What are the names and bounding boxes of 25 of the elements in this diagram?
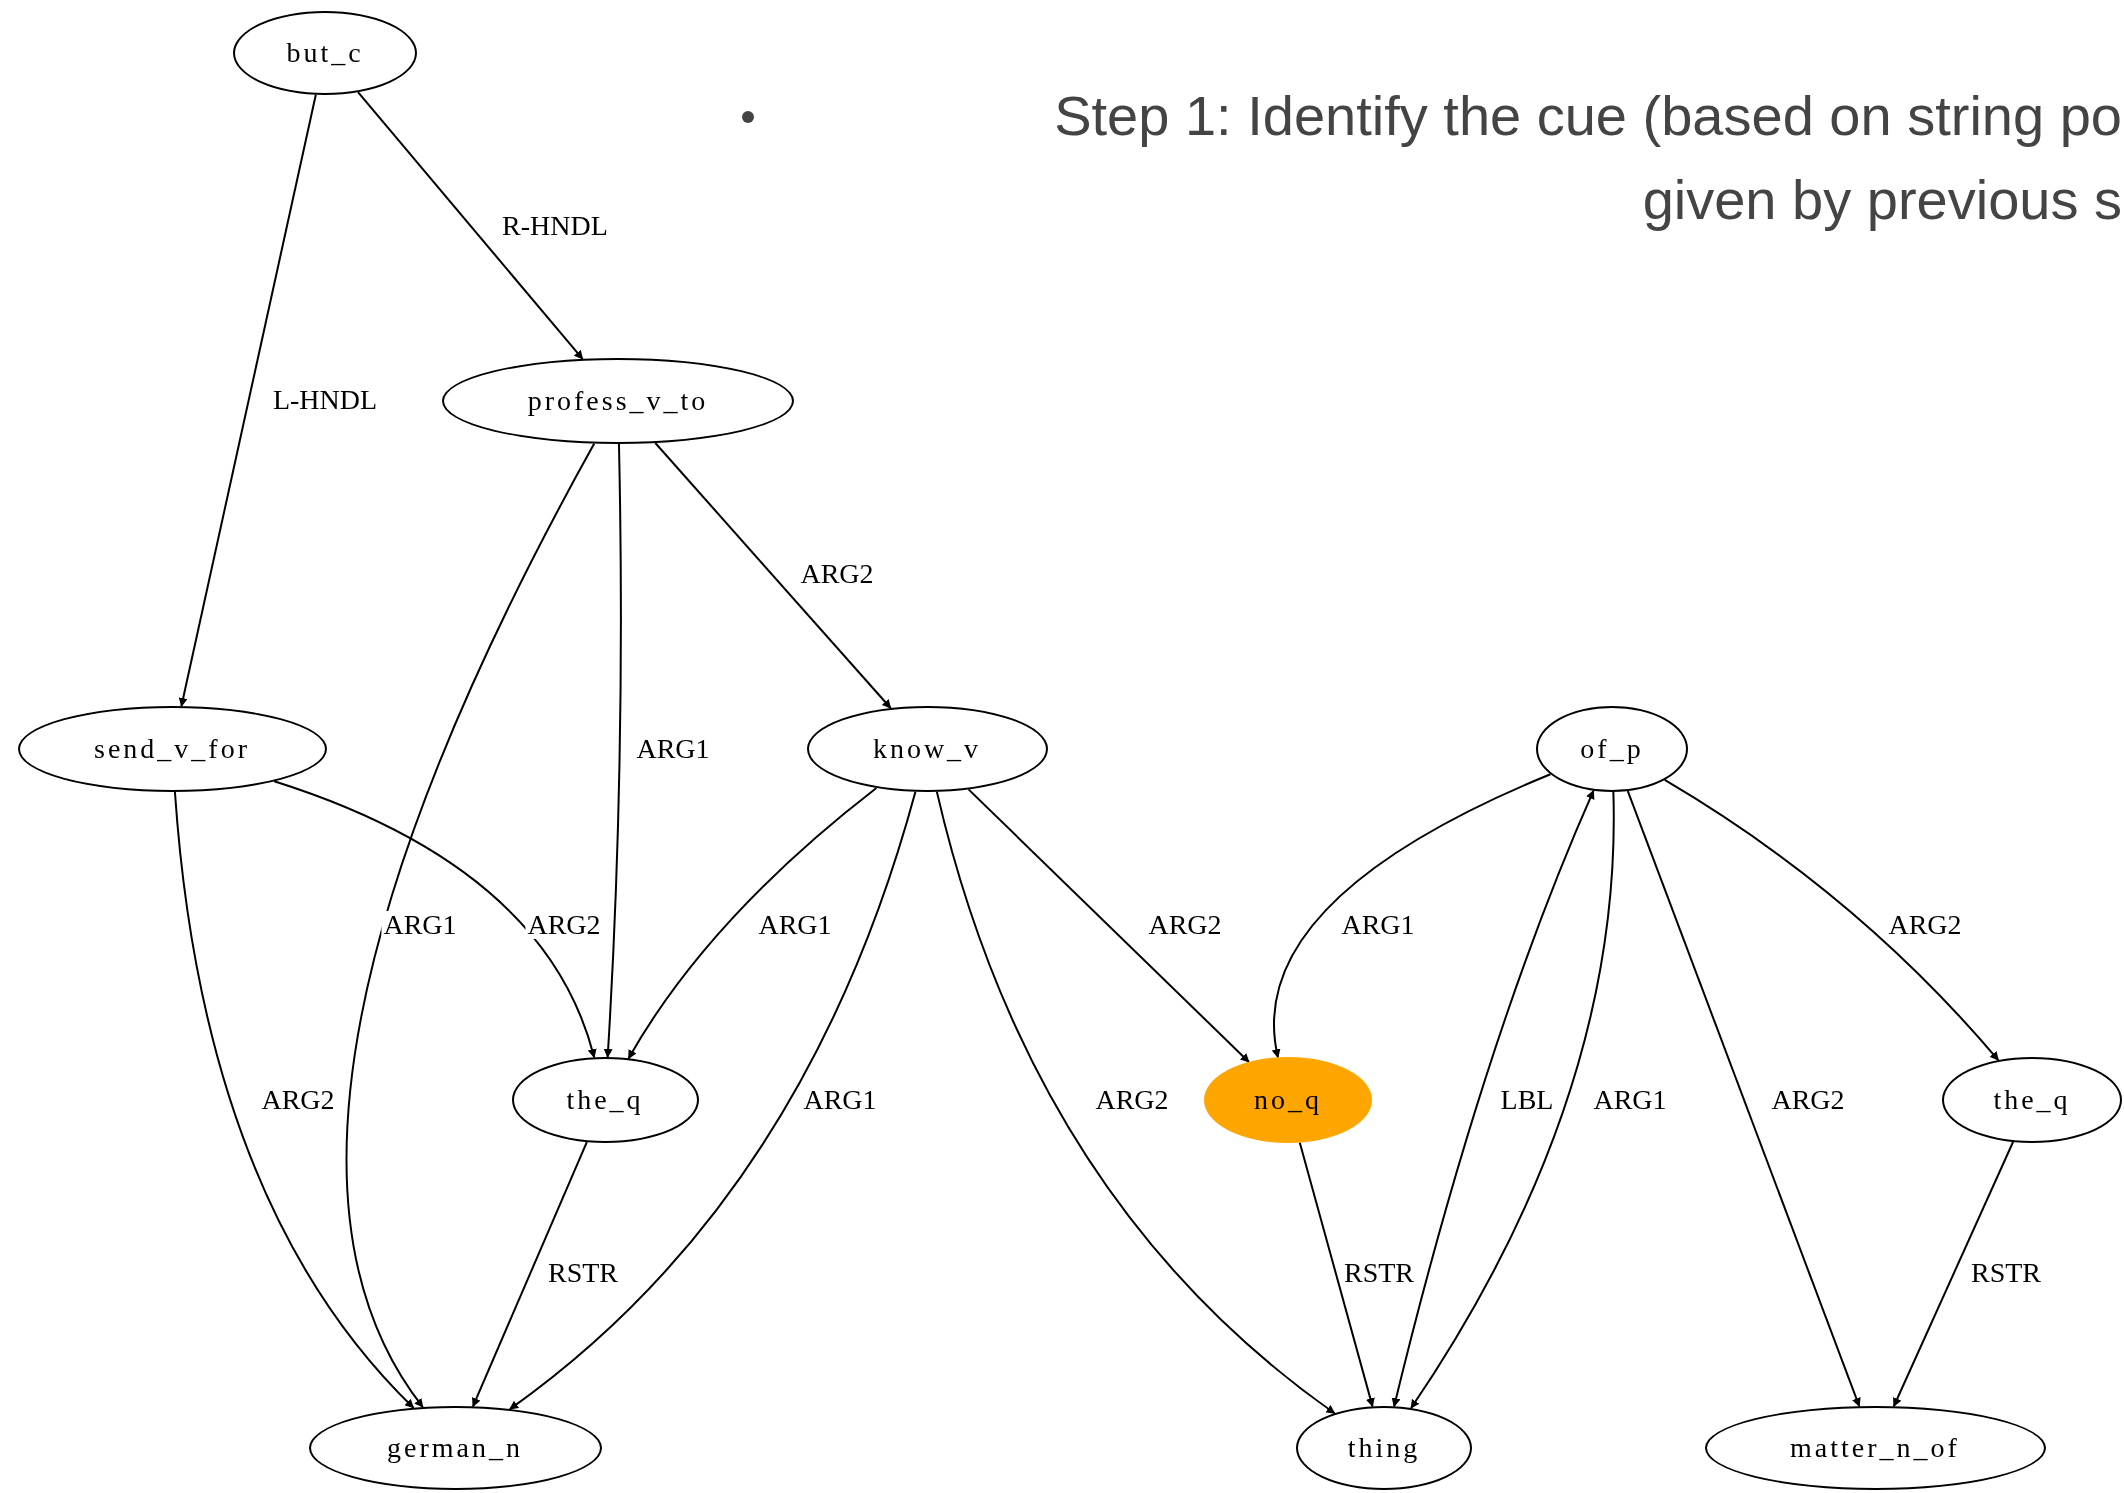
node-label: matter_n_of xyxy=(1790,1431,1960,1465)
arrow xyxy=(471,1141,588,1408)
arrow xyxy=(603,443,622,1058)
node-label: know_v xyxy=(872,732,982,766)
arrow xyxy=(173,791,415,1409)
arrow xyxy=(1272,773,1552,1059)
node-label: profess_v_to xyxy=(527,384,709,418)
arrow xyxy=(178,93,317,708)
node-label: send_v_for xyxy=(94,732,250,766)
node-label: of_p xyxy=(1580,732,1644,766)
node-label: german_n xyxy=(387,1431,523,1465)
arrow xyxy=(935,790,1336,1415)
arrow xyxy=(1626,790,1861,1408)
arrow xyxy=(1298,1141,1375,1408)
node-label: the_q xyxy=(566,1083,644,1117)
arrow xyxy=(654,442,892,709)
arrow xyxy=(345,442,596,1409)
node-label: no_q xyxy=(1254,1083,1322,1117)
node-label: the_q xyxy=(1993,1083,2071,1117)
node-label: but_c xyxy=(286,36,364,70)
arrow xyxy=(1391,789,1595,1408)
node-label: thing xyxy=(1347,1431,1421,1465)
arrow xyxy=(1892,1141,2015,1408)
arrow xyxy=(273,780,597,1059)
arrow xyxy=(627,787,878,1060)
